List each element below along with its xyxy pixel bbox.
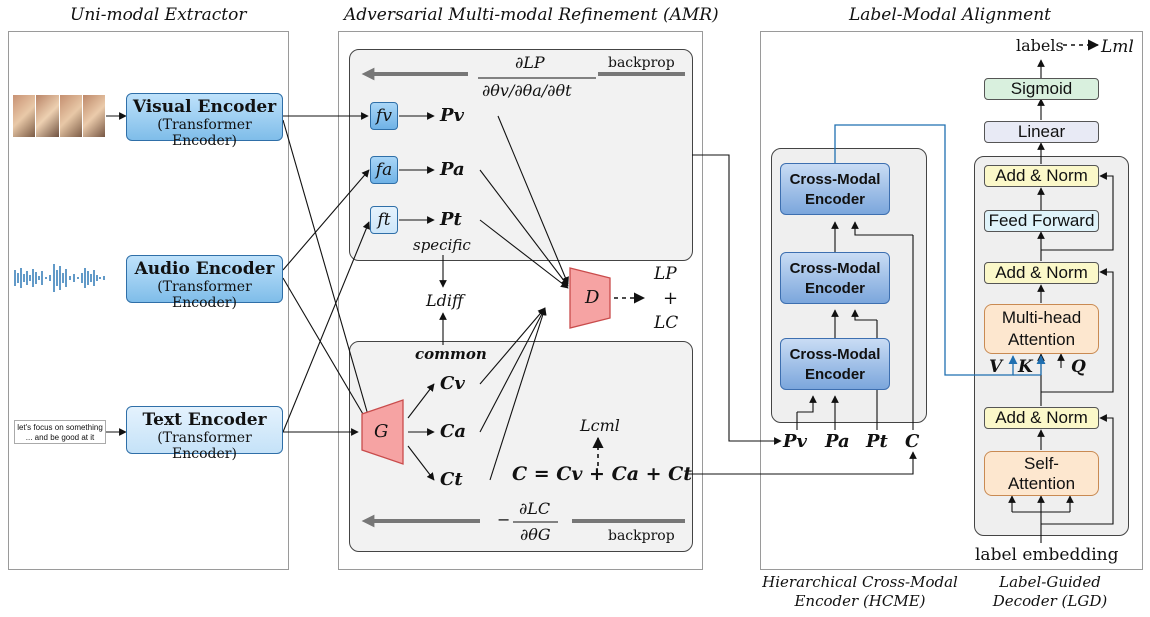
self-attention-block: Self- Attention	[984, 451, 1099, 496]
f-a-box: fa	[370, 156, 398, 184]
bottom-backprop-label: backprop	[608, 528, 675, 544]
linear-block: Linear	[984, 121, 1099, 143]
discriminator-label: D	[585, 287, 600, 308]
mha-line1: Multi-head	[1001, 308, 1082, 327]
generator-shape	[361, 399, 404, 465]
multi-head-attention-block: Multi-head Attention	[984, 304, 1099, 354]
mha-line2: Attention	[1007, 330, 1076, 349]
self-attention-line2: Attention	[1007, 474, 1076, 493]
label-embedding-label: label embedding	[975, 545, 1119, 565]
c-v-label: Cv	[440, 373, 465, 394]
audio-encoder: Audio Encoder (Transformer Encoder)	[126, 255, 283, 311]
text-input-box: let's focus on something ... and be good…	[14, 420, 106, 444]
top-grad-numerator: ∂LP	[515, 53, 545, 72]
specific-subpanel	[349, 49, 693, 261]
p-a-label: Pa	[440, 159, 465, 180]
specific-label: specific	[413, 236, 471, 254]
hcme-title: Hierarchical Cross-Modal Encoder (HCME)	[762, 573, 958, 610]
hcme-input-pt: Pt	[866, 431, 888, 452]
sigmoid-block: Sigmoid	[984, 78, 1099, 100]
alignment-title: Label-Modal Alignment	[849, 5, 1051, 25]
visual-encoder-sub: (Transformer Encoder)	[157, 117, 252, 149]
d-output-lc: LC	[654, 313, 679, 333]
amr-title: Adversarial Multi-modal Refinement (AMR)	[344, 5, 719, 25]
text-encoder-name: Text Encoder	[142, 410, 267, 430]
d-output-lp: LP	[654, 264, 677, 284]
lgd-title: Label-Guided Decoder (LGD)	[992, 573, 1108, 610]
l-diff-label: Ldiff	[426, 291, 464, 310]
f-t-box: ft	[370, 206, 398, 234]
c-a-label: Ca	[440, 421, 466, 442]
video-frames-icon	[13, 95, 105, 137]
bottom-grad-minus: −	[497, 510, 511, 529]
visual-encoder-name: Visual Encoder	[132, 97, 277, 117]
q-input-label: Q	[1071, 357, 1086, 377]
feed-forward-block: Feed Forward	[984, 210, 1099, 232]
visual-encoder: Visual Encoder (Transformer Encoder)	[126, 93, 283, 149]
c-sum-equation: C = Cv + Ca + Ct	[512, 463, 693, 485]
bottom-grad-denominator: ∂θG	[520, 525, 551, 544]
self-attention-line1: Self-	[1024, 454, 1059, 473]
p-v-label: Pv	[440, 105, 464, 126]
add-norm-1: Add & Norm	[984, 407, 1099, 429]
f-v-box: fv	[370, 102, 398, 130]
l-cml-label: Lcml	[580, 416, 620, 435]
cross-modal-encoder-1: Cross-Modal Encoder	[780, 338, 890, 390]
top-backprop-label: backprop	[608, 55, 675, 71]
c-t-label: Ct	[440, 469, 463, 490]
uni-modal-title: Uni-modal Extractor	[70, 5, 247, 25]
hcme-input-pv: Pv	[783, 431, 807, 452]
labels-output: labels	[1016, 36, 1064, 55]
cross-modal-encoder-2: Cross-Modal Encoder	[780, 252, 890, 304]
add-norm-3: Add & Norm	[984, 165, 1099, 187]
generator-label: G	[374, 421, 389, 442]
hcme-input-pa: Pa	[825, 431, 850, 452]
common-label: common	[415, 345, 487, 363]
text-encoder-sub: (Transformer Encoder)	[157, 430, 252, 462]
hcme-input-c: C	[905, 431, 920, 452]
discriminator-shape	[569, 267, 611, 329]
text-encoder: Text Encoder (Transformer Encoder)	[126, 406, 283, 462]
text-input-line1: let's focus on something	[17, 423, 103, 432]
top-grad-denominator: ∂θv/∂θa/∂θt	[482, 81, 572, 100]
k-input-label: K	[1018, 357, 1033, 377]
bottom-grad-numerator: ∂LC	[519, 499, 551, 518]
add-norm-2: Add & Norm	[984, 262, 1099, 284]
audio-encoder-name: Audio Encoder	[134, 259, 275, 279]
audio-encoder-sub: (Transformer Encoder)	[157, 279, 252, 311]
d-output-plus: +	[663, 288, 679, 309]
v-input-label: V	[989, 357, 1003, 377]
p-t-label: Pt	[440, 209, 462, 230]
common-subpanel	[349, 341, 693, 552]
text-input-line2: ... and be good at it	[25, 433, 95, 442]
cross-modal-encoder-3: Cross-Modal Encoder	[780, 163, 890, 215]
l-ml-label: Lml	[1101, 37, 1134, 57]
audio-waveform-icon	[14, 264, 105, 292]
